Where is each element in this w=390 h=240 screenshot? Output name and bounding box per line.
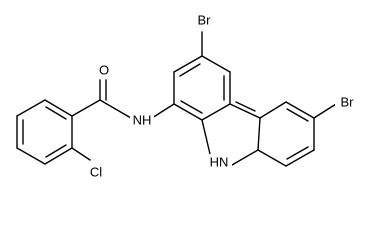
bond	[257, 117, 261, 151]
bond	[16, 99, 46, 117]
bond	[99, 99, 132, 119]
bonds	[16, 31, 337, 167]
bond	[44, 99, 73, 117]
aromatic-inner-bond	[45, 144, 67, 158]
aromatic-inner-bond	[179, 63, 201, 77]
bond	[201, 55, 231, 73]
bond	[257, 149, 287, 167]
carbazole-nh-label: HN	[210, 155, 229, 170]
label-background	[206, 154, 232, 170]
label-background	[93, 62, 113, 78]
bond	[201, 103, 231, 121]
bond	[44, 147, 73, 165]
label-background	[335, 94, 359, 110]
bond	[151, 103, 175, 119]
bond	[285, 149, 315, 167]
bond	[71, 147, 91, 161]
bond	[173, 55, 203, 73]
aromatic-inner-bond	[286, 146, 309, 160]
double-bond-line	[235, 101, 256, 112]
bond	[16, 147, 46, 165]
structure-diagram: O NH Cl Br Br HN	[16, 12, 359, 180]
bond	[173, 103, 203, 121]
oxygen-label: O	[99, 63, 109, 78]
bond	[259, 101, 287, 119]
label-background	[86, 164, 106, 180]
aromatic-inner-bond	[45, 106, 67, 120]
bond	[229, 103, 261, 119]
atom-labels: O NH Cl Br Br HN	[86, 12, 359, 180]
bromine-right-label: Br	[341, 95, 355, 110]
label-background	[130, 112, 154, 128]
bond	[201, 119, 211, 155]
bond	[285, 101, 315, 119]
label-background	[192, 12, 216, 28]
bond	[313, 103, 337, 119]
amide-nh-label: NH	[133, 113, 152, 128]
bond	[71, 99, 101, 117]
chlorine-label: Cl	[90, 165, 102, 180]
bond	[231, 149, 259, 166]
aromatic-inner-bond	[180, 100, 203, 114]
aromatic-inner-bond	[286, 108, 309, 122]
bromine-top-label: Br	[198, 13, 212, 28]
